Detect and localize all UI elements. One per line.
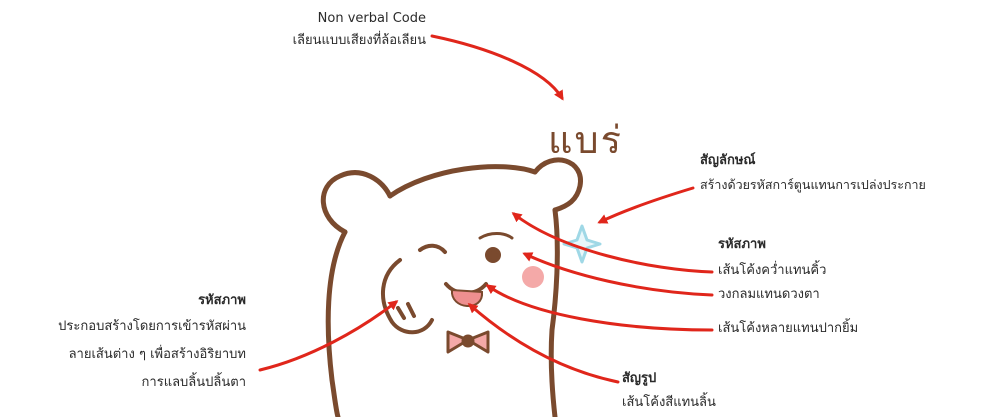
top-note-text: เลียนแบบเสียงที่ล้อเลียน (230, 32, 426, 50)
handwritten-word: แบร่ (548, 118, 623, 162)
left-code-note-title: รหัสภาพ (120, 292, 246, 310)
symbol-note-text: สร้างด้วยรหัสการ์ตูนแทนการเปล่งประกาย (700, 176, 926, 194)
right-code-note-item: เส้นโค้งคว่ำแทนคิ้ว (718, 262, 826, 280)
icon-note-text: เส้นโค้งสีแทนลิ้น (622, 394, 716, 412)
bow-tie (448, 332, 488, 352)
symbol-note-title: สัญลักษณ์ (700, 152, 755, 170)
right-code-note-title: รหัสภาพ (718, 236, 766, 254)
left-code-note-line: ลายเส้นต่าง ๆ เพื่อสร้างอิริยาบท (6, 346, 246, 364)
cheek (522, 266, 544, 288)
left-code-note-line: ประกอบสร้างโดยการเข้ารหัสผ่าน (6, 318, 246, 336)
right-code-note-item: เส้นโค้งหลายแทนปากยิ้ม (718, 320, 858, 338)
top-note-title: Non verbal Code (240, 10, 426, 28)
right-code-note-item: วงกลมแทนดวงตา (718, 286, 820, 304)
mouth (446, 284, 486, 306)
left-code-note-line: การแลบลิ้นปลิ้นตา (6, 374, 246, 392)
icon-note-title: สัญรูป (622, 370, 656, 388)
paw (383, 260, 432, 332)
eyes (420, 234, 512, 262)
